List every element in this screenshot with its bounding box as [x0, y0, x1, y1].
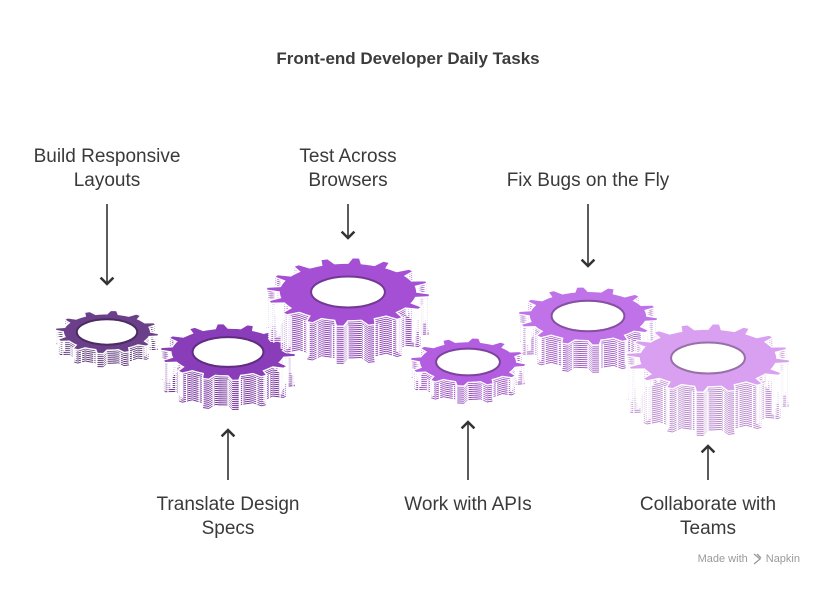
gear-icon [517, 285, 659, 374]
gear-icon [159, 322, 297, 412]
made-with-napkin[interactable]: Made with Napkin [698, 553, 800, 565]
diagram-title: Front-end Developer Daily Tasks [276, 49, 540, 68]
gear-icon [54, 309, 160, 369]
label-translate-design-specs: Translate Design Specs [156, 494, 300, 539]
label-work-with-apis: Work with APIs [404, 494, 532, 515]
label-collaborate-with-teams: Collaborate with Teams [639, 494, 777, 539]
gear-icon [625, 322, 791, 437]
label-test-across-browsers: Test Across Browsers [299, 146, 397, 191]
label-fix-bugs: Fix Bugs on the Fly [506, 170, 670, 191]
napkin-brand: Napkin [765, 553, 800, 565]
label-build-responsive-layouts: Build Responsive Layouts [33, 146, 181, 191]
gear-icon [409, 336, 527, 405]
napkin-logo-icon [753, 553, 762, 565]
made-with-text: Made with [697, 553, 748, 565]
gear-icon [265, 256, 431, 365]
